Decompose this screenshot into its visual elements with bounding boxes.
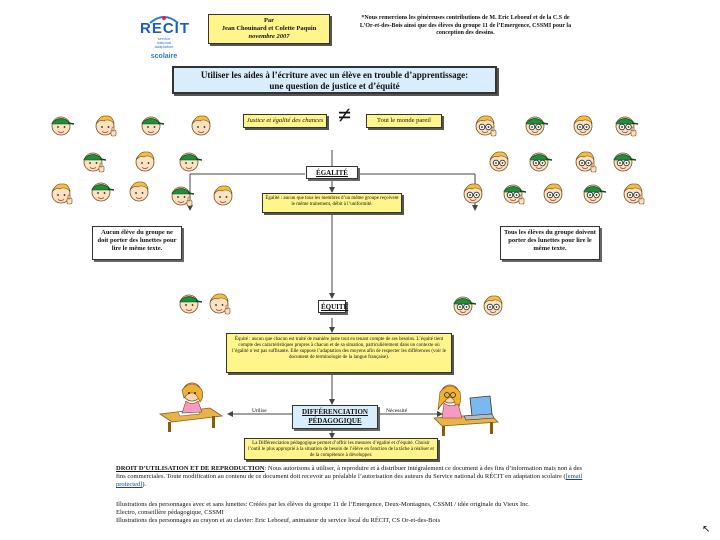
logo-tagline-3: adaptation [154,44,174,49]
justice-label: Justice et égalité des chances [243,114,327,128]
differentiation-label: DIFFÉRENCIATION PÉDAGOGIQUE [292,405,378,429]
student-no-glasses-illustration [80,148,106,174]
authors-by: Par [263,17,275,24]
authors-names: Jean Chouinard et Colette Paquin [221,25,317,32]
right-note: Tous les élèves du groupe doivent porter… [500,226,600,260]
usage-rights-heading: DROIT D’UTILISATION ET DE REPRODUCTION [116,465,265,472]
student-with-glasses-illustration [526,148,552,174]
thanks-text: *Nous remercions les généreuses contribu… [359,15,572,36]
credit-line-1: Illustrations des personnages avec et sa… [116,501,530,508]
uses-label: Utilise [252,408,267,414]
student-no-glasses-illustration [92,112,118,138]
title-line-2: une question de justice et d’équité [269,81,400,91]
student-with-glasses-illustration [480,292,506,318]
student-with-glasses-illustration [472,112,498,138]
student-no-glasses-illustration [88,178,114,204]
title-box: Utiliser les aides à l’écriture avec un … [172,66,497,94]
logo-tagline-4: scolaire [150,53,178,60]
egalite-definition: Égalité : aucun que tous les membres d’u… [262,193,402,213]
illustration-credits: Illustrations des personnages avec et sa… [116,501,586,525]
logo-name: RECIT [140,20,190,37]
student-with-glasses-illustration [540,180,566,206]
student-with-glasses-illustration [450,292,476,318]
student-with-glasses-illustration [620,180,646,206]
student-no-glasses-illustration [206,290,232,316]
student-with-glasses-illustration [572,148,598,174]
usage-rights-text: : Nous autorisons à utiliser, à reprodui… [116,465,583,480]
student-with-glasses-illustration [486,148,512,174]
recit-logo: RECIT service national adaptation scolai… [140,12,190,60]
student-with-glasses-illustration [610,148,636,174]
cursor-icon: ↖ [702,524,711,535]
differentiation-line-1: DIFFÉRENCIATION [302,408,368,416]
credit-line-3: Illustrations des personnages au crayon … [116,517,441,524]
student-no-glasses-illustration [188,112,214,138]
student-no-glasses-illustration [176,148,202,174]
left-note: Aucun élève du groupe ne doit porter des… [92,226,182,260]
usage-rights-end: ). [142,481,147,488]
girl-laptop-illustration [430,380,500,436]
student-no-glasses-illustration [138,112,164,138]
logo-tagline-2: national [156,40,171,45]
student-no-glasses-illustration [210,182,236,208]
differentiation-definition: La Différenciation pédagogique permet d’… [244,438,438,460]
student-no-glasses-illustration [126,178,152,204]
egalite-label: ÉGALITÉ [306,166,358,179]
logo-tagline-1: service [157,36,171,41]
student-with-glasses-illustration [570,112,596,138]
title-line-1: Utiliser les aides à l’écriture avec un … [200,70,469,80]
same-for-all-label: Tout le monde pareil [366,114,442,128]
student-no-glasses-illustration [48,112,74,138]
student-no-glasses-illustration [48,180,74,206]
student-with-glasses-illustration [580,180,606,206]
credit-line-2: Electro, conseillère pédagogique, CSSMI [116,509,224,516]
girl-writing-illustration [158,380,224,432]
student-no-glasses-illustration [168,182,194,208]
student-no-glasses-illustration [176,290,202,316]
student-with-glasses-illustration [612,112,638,138]
equite-definition: Équité : aucun que chacun est traité de … [226,333,452,373]
logo-swirl-icon [148,12,180,24]
student-with-glasses-illustration [460,180,486,206]
contact-email-link[interactable]: [email protected] [116,473,583,488]
necessity-label: Nécessité [386,408,408,414]
student-with-glasses-illustration [522,112,548,138]
authors-date: novembre 2007 [248,33,290,40]
not-equal-symbol: ≠ [338,103,352,129]
authors-box: Par Jean Chouinard et Colette Paquin nov… [208,14,330,44]
usage-rights: DROIT D’UTILISATION ET DE REPRODUCTION: … [116,465,586,489]
student-with-glasses-illustration [500,180,526,206]
student-no-glasses-illustration [132,148,158,174]
equite-label: ÉQUITÉ [318,300,348,313]
differentiation-line-2: PÉDAGOGIQUE [308,417,362,425]
